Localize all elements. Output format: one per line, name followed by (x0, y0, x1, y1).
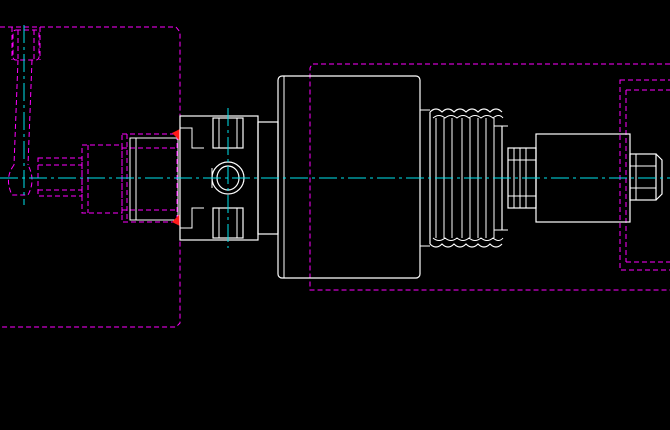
right-housing-outline (309, 63, 670, 291)
center-lines (0, 25, 670, 248)
lever-handle (8, 29, 40, 196)
left-fixture-outline (0, 26, 181, 328)
main-cylinder (277, 75, 421, 279)
collar (129, 129, 180, 226)
